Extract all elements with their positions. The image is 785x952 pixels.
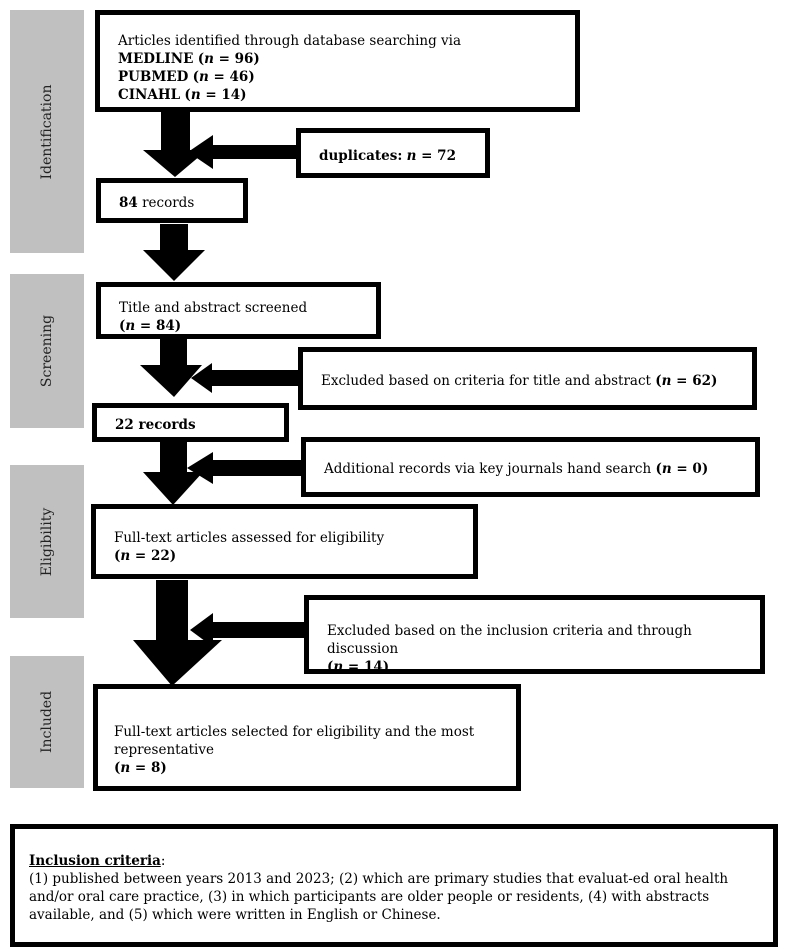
db-medline: MEDLINE (n = 96) [118, 51, 260, 67]
left-arrow-hand-search [187, 452, 303, 484]
down-arrow-4 [143, 440, 203, 505]
left-arrow-excluded-title [191, 363, 302, 393]
inclusion-text: (1) published between years 2013 and 202… [29, 871, 729, 923]
selected-box: Full-text articles selected for eligibil… [93, 684, 521, 791]
stage-identification: Identification [10, 10, 84, 253]
selected-n: (n = 8) [114, 760, 167, 776]
excluded-inclusion-n: (n = 14) [327, 659, 390, 675]
left-arrow-excluded-inclusion [190, 613, 305, 647]
left-arrow-duplicates [188, 135, 300, 169]
db-search-intro: Articles identified through database sea… [118, 33, 462, 49]
records-22-box: 22 records [92, 403, 289, 442]
down-arrow-3 [140, 336, 202, 397]
excluded-inclusion-box: Excluded based on the inclusion criteria… [304, 595, 765, 675]
hand-search-box: Additional records via key journals hand… [301, 437, 760, 497]
title-abstract-label: Title and abstract screened [119, 300, 308, 316]
fulltext-assessed-box: Full-text articles assessed for eligibil… [91, 504, 478, 579]
selected-label: Full-text articles selected for eligibil… [114, 724, 475, 758]
fulltext-assessed-label: Full-text articles assessed for eligibil… [114, 530, 385, 546]
db-pubmed: PUBMED (n = 46) [118, 69, 255, 85]
database-search-box: Articles identified through database sea… [95, 10, 580, 112]
duplicates-box: duplicates: n = 72 [296, 128, 490, 178]
stage-screening: Screening [10, 274, 84, 428]
fulltext-assessed-n: (n = 22) [114, 548, 177, 564]
stage-included: Included [10, 656, 84, 788]
db-cinahl: CINAHL (n = 14) [118, 87, 247, 103]
title-abstract-n: (n = 84) [119, 318, 182, 334]
down-arrow-5 [133, 580, 222, 686]
excluded-title-box: Excluded based on criteria for title and… [298, 347, 757, 410]
excluded-inclusion-label: Excluded based on the inclusion criteria… [327, 623, 692, 657]
records-84-box: 84 records [96, 178, 248, 223]
inclusion-heading: Inclusion criteria: [29, 853, 166, 869]
down-arrow-2 [143, 224, 205, 281]
inclusion-criteria-box: Inclusion criteria: (1) published betwee… [10, 824, 778, 947]
stage-eligibility: Eligibility [10, 465, 84, 618]
down-arrow-1 [143, 110, 207, 177]
title-abstract-box: Title and abstract screened (n = 84) [96, 282, 381, 339]
